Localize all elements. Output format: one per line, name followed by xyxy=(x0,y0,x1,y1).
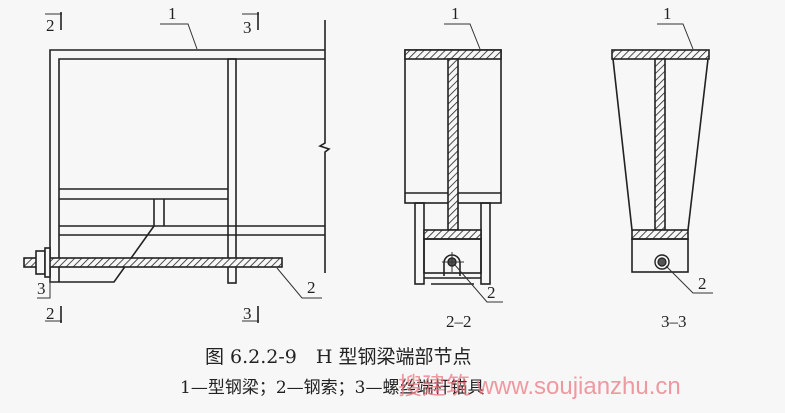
section-mark-3-top: 3 xyxy=(243,18,252,37)
callout-2: 2 xyxy=(307,278,316,297)
callout-1: 1 xyxy=(168,4,177,23)
section-3-3-view: 1 2 3–3 xyxy=(611,4,713,331)
anchor-nut xyxy=(35,250,46,275)
section-2-callout-1: 1 xyxy=(451,4,460,23)
steel-cable-rod xyxy=(23,257,283,268)
figure-title: 图 6.2.2-9 H 型钢梁端部节点 xyxy=(205,346,472,368)
section-mark-3-bottom: 3 xyxy=(243,304,252,323)
figure-legend: 1—型钢梁；2—钢索；3—螺丝端杆锚具 xyxy=(180,378,485,398)
watermark: 搜建筑 www.soujianzhu.cn xyxy=(398,373,681,400)
section-3-callout-2: 2 xyxy=(698,274,707,293)
section-mark-2-bottom: 2 xyxy=(46,304,55,323)
section-2-title: 2–2 xyxy=(446,312,472,331)
anchor-washer xyxy=(44,247,51,278)
elevation-view: 1 2 3 2 3 2 3 xyxy=(23,4,331,323)
section-2-callout-2: 2 xyxy=(487,283,496,302)
section-mark-2-top: 2 xyxy=(46,16,55,35)
section-3-callout-1: 1 xyxy=(663,4,672,23)
section-2-2-view: 1 2 2–2 xyxy=(404,4,503,331)
callout-3: 3 xyxy=(37,279,46,298)
section-3-title: 3–3 xyxy=(661,312,687,331)
